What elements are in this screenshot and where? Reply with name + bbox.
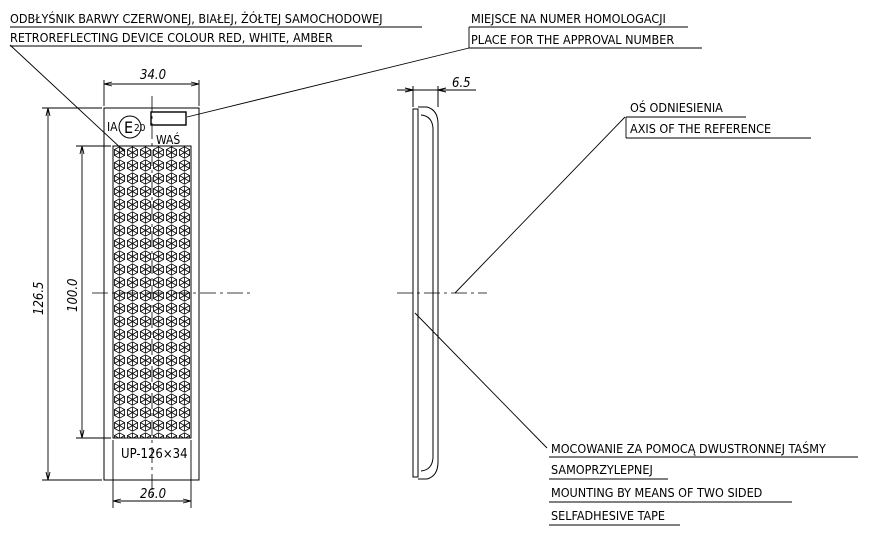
label-approval: MIEJSCE NA NUMER HOMOLOGACJI PLACE FOR T… — [468, 11, 702, 49]
e-mark: E — [124, 118, 133, 137]
leader-lines — [9, 44, 626, 449]
label-mounting-en-2: SELFADHESIVE TAPE — [551, 508, 665, 523]
label-axis: OŚ ODNIESIENIA AXIS OF THE REFERENCE — [625, 100, 811, 139]
dim-height-inner: 100.0 — [66, 279, 81, 312]
label-mounting: MOCOWANIE ZA POMOCĄ DWUSTRONNEJ TAŚMY SA… — [549, 441, 858, 526]
label-reflector-pl: ODBŁYŚNIK BARWY CZERWONEJ, BIAŁEJ, ŻÓŁTE… — [10, 11, 383, 26]
approval-number-box — [150, 111, 187, 126]
label-mounting-en-1: MOUNTING BY MEANS OF TWO SIDED — [551, 485, 762, 500]
label-reflector: ODBŁYŚNIK BARWY CZERWONEJ, BIAŁEJ, ŻÓŁTE… — [10, 11, 422, 47]
e-mark-country: 20 — [134, 123, 146, 134]
dimension-lines — [42, 80, 200, 508]
label-approval-pl: MIEJSCE NA NUMER HOMOLOGACJI — [471, 11, 666, 26]
dim-height-outer: 126.5 — [32, 282, 47, 315]
dim-width-inner: 26.0 — [140, 487, 166, 502]
side-view — [397, 86, 476, 480]
class-marking: IA — [107, 120, 118, 134]
reflector-outline — [103, 107, 200, 481]
maker-marking: WAŚ — [156, 132, 180, 147]
dim-width-outer: 34.0 — [140, 68, 166, 83]
label-axis-pl: OŚ ODNIESIENIA — [630, 100, 723, 115]
label-axis-en: AXIS OF THE REFERENCE — [630, 121, 771, 136]
e-mark-circle — [118, 115, 142, 139]
model-marking: UP-126×34 — [121, 447, 188, 462]
label-mounting-pl-1: MOCOWANIE ZA POMOCĄ DWUSTRONNEJ TAŚMY — [551, 441, 826, 456]
label-approval-en: PLACE FOR THE APPROVAL NUMBER — [471, 32, 674, 47]
front-centerlines — [92, 96, 252, 500]
label-reflector-en: RETROREFLECTING DEVICE COLOUR RED, WHITE… — [10, 30, 333, 45]
label-mounting-pl-2: SAMOPRZYLEPNEJ — [551, 462, 653, 477]
dim-thickness: 6.5 — [452, 76, 471, 91]
front-view — [103, 107, 200, 481]
